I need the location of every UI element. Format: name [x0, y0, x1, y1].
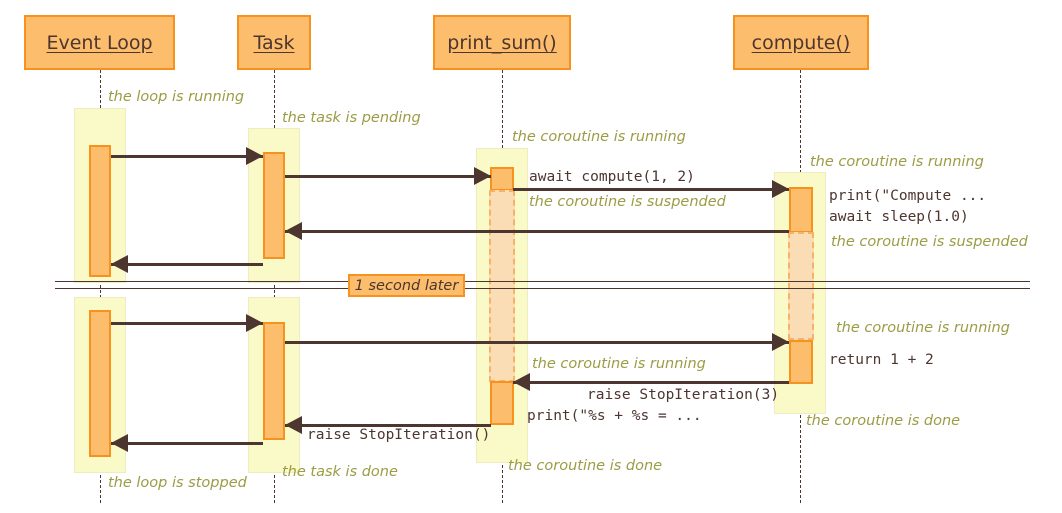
- msg-compute-to-ps-arrowhead: [513, 373, 530, 391]
- lifeline-task: [274, 70, 275, 503]
- msg-loop-to-task-2-arrowhead: [246, 314, 263, 332]
- msg-task-to-loop-1: [111, 263, 263, 266]
- msg-task-to-loop-2: [111, 442, 263, 445]
- code-raise: raise StopIteration(): [307, 427, 491, 443]
- msg-ps-to-task: [285, 424, 491, 427]
- bar-loop-1: [89, 145, 111, 277]
- bar-compute-1: [789, 187, 813, 233]
- code-raise-3: raise StopIteration(3): [587, 387, 780, 403]
- bar-ps-2: [490, 381, 514, 425]
- bar-loop-2: [89, 310, 111, 457]
- participant-label-event_loop: Event Loop: [46, 31, 153, 54]
- msg-task-to-compute-arrowhead: [772, 333, 789, 351]
- note-compute-running-1: the coroutine is running: [810, 154, 984, 170]
- code-print-compute: print("Compute ...: [829, 188, 987, 204]
- bar-compute-2: [789, 340, 813, 384]
- msg-task-to-loop-2-arrowhead: [111, 434, 128, 452]
- lifeline-event_loop: [100, 70, 101, 503]
- note-compute-done: the coroutine is done: [806, 413, 961, 429]
- delay-divider: 1 second later: [348, 274, 465, 297]
- note-ps-suspended: the coroutine is suspended: [529, 194, 726, 210]
- code-await-sleep: await sleep(1.0): [829, 209, 969, 225]
- msg-loop-to-task-1-arrowhead: [246, 147, 263, 165]
- participant-label-print_sum: print_sum(): [447, 31, 557, 54]
- code-return: return 1 + 2: [829, 352, 934, 368]
- note-loop-running: the loop is running: [108, 89, 245, 105]
- msg-compute-to-ps: [513, 381, 789, 384]
- note-compute-suspended: the coroutine is suspended: [831, 234, 1028, 250]
- bar-task-1: [263, 152, 285, 259]
- msg-task-to-ps-1: [285, 175, 491, 178]
- msg-ps-to-compute-arrowhead: [772, 180, 789, 198]
- note-task-done: the task is done: [282, 464, 398, 480]
- msg-task-to-loop-1-arrowhead: [111, 255, 128, 273]
- note-task-pending: the task is pending: [282, 110, 421, 126]
- note-loop-stopped: the loop is stopped: [108, 475, 247, 491]
- participant-event_loop[interactable]: Event Loop: [24, 15, 175, 70]
- code-print-sum: print("%s + %s = ...: [527, 408, 702, 424]
- participant-print_sum[interactable]: print_sum(): [433, 15, 571, 70]
- note-ps-running-1: the coroutine is running: [512, 129, 686, 145]
- msg-ps-to-task-arrowhead: [285, 416, 302, 434]
- delay-divider-label: 1 second later: [354, 277, 459, 294]
- msg-loop-to-task-2: [111, 322, 263, 325]
- participant-label-task: Task: [253, 31, 295, 54]
- participant-compute[interactable]: compute(): [733, 15, 869, 70]
- bar-task-2: [263, 322, 285, 440]
- msg-task-to-compute: [285, 341, 789, 344]
- note-ps-done: the coroutine is done: [508, 458, 663, 474]
- note-ps-running-2: the coroutine is running: [532, 356, 706, 372]
- bar-ps-1: [490, 167, 514, 191]
- msg-loop-to-task-1: [111, 155, 263, 158]
- bar-ps-susp: [489, 190, 515, 382]
- delay-divider-line-1: [55, 281, 1030, 282]
- code-await-compute: await compute(1, 2): [529, 169, 695, 185]
- bar-compute-susp: [788, 232, 814, 340]
- msg-ps-to-compute: [513, 188, 789, 191]
- msg-task-to-ps-1-arrowhead: [474, 167, 491, 185]
- participant-task[interactable]: Task: [237, 15, 311, 70]
- note-compute-running-2: the coroutine is running: [836, 320, 1010, 336]
- msg-compute-to-task: [285, 230, 789, 233]
- delay-divider-line-2: [55, 288, 1030, 289]
- msg-compute-to-task-arrowhead: [285, 222, 302, 240]
- participant-label-compute: compute(): [751, 31, 851, 54]
